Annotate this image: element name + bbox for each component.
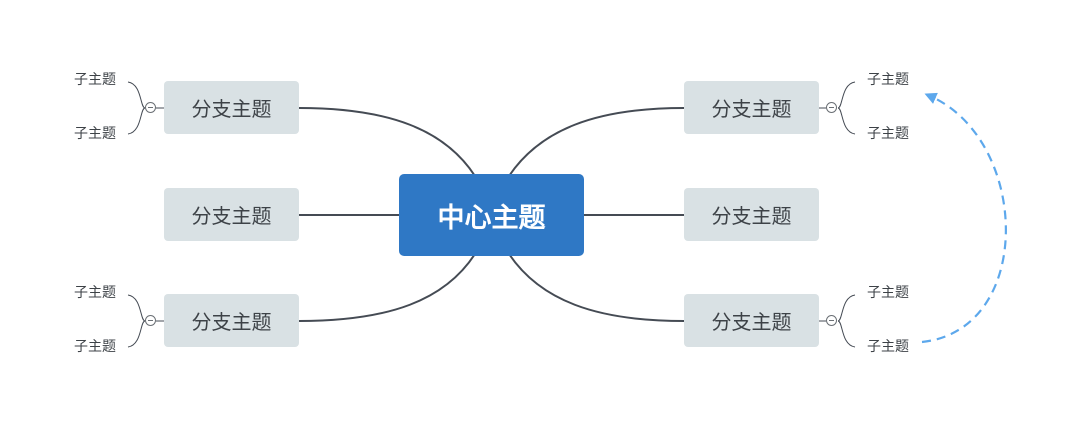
collapse-toggle-left-top[interactable]	[145, 102, 156, 113]
subtopic-left-top-2[interactable]: 子主题	[74, 126, 116, 142]
sub-connector-right-top	[819, 81, 856, 135]
branch-topic-right-top[interactable]: 分支主题	[684, 81, 819, 134]
subtopic-right-top-2[interactable]: 子主题	[867, 126, 909, 142]
subtopic-right-top-1[interactable]: 子主题	[867, 72, 909, 88]
central-topic-label: 中心主题	[437, 202, 546, 234]
sub-connector-left-bottom	[127, 294, 164, 348]
branch-topic-label: 分支主题	[711, 97, 792, 121]
connector-right-bottom	[508, 253, 685, 322]
collapse-toggle-right-bottom[interactable]	[826, 315, 837, 326]
branch-topic-label: 分支主题	[191, 204, 272, 228]
branch-topic-left-top[interactable]: 分支主题	[164, 81, 299, 134]
branch-topic-left-middle[interactable]: 分支主题	[164, 188, 299, 241]
branch-topic-right-middle[interactable]: 分支主题	[684, 188, 819, 241]
subtopic-left-bottom-1[interactable]: 子主题	[74, 285, 116, 301]
central-topic[interactable]: 中心主题	[399, 174, 584, 256]
subtopic-right-bottom-1[interactable]: 子主题	[867, 285, 909, 301]
branch-topic-left-bottom[interactable]: 分支主题	[164, 294, 299, 347]
subtopic-left-top-1[interactable]: 子主题	[74, 72, 116, 88]
relationship-arrow[interactable]	[921, 92, 1007, 344]
connector-left-top	[298, 107, 476, 177]
connector-right-top	[508, 107, 685, 177]
branch-topic-label: 分支主题	[191, 310, 272, 334]
branch-topic-label: 分支主题	[711, 310, 792, 334]
collapse-toggle-left-bottom[interactable]	[145, 315, 156, 326]
sub-connector-right-bottom	[819, 294, 856, 348]
subtopic-right-bottom-2[interactable]: 子主题	[867, 339, 909, 355]
subtopic-left-bottom-2[interactable]: 子主题	[74, 339, 116, 355]
branch-topic-right-bottom[interactable]: 分支主题	[684, 294, 819, 347]
branch-topic-label: 分支主题	[711, 204, 792, 228]
connector-left-bottom	[298, 253, 476, 322]
sub-connector-left-top	[127, 81, 164, 135]
branch-topic-label: 分支主题	[191, 97, 272, 121]
collapse-toggle-right-top[interactable]	[826, 102, 837, 113]
